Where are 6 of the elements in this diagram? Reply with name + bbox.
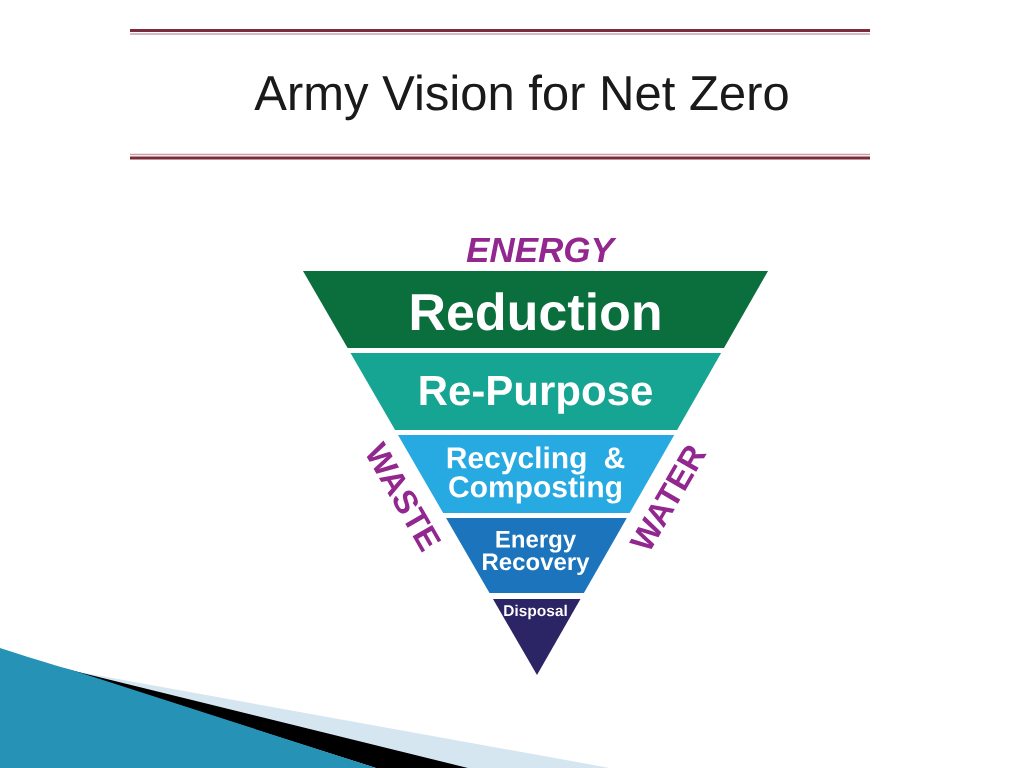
title: Army Vision for Net Zero — [254, 74, 788, 121]
triangle-tier: Disposal — [493, 599, 581, 675]
trapezoid-tier: Energy Recovery — [446, 518, 627, 593]
trapezoid-tier: Reduction — [303, 271, 768, 348]
side-label: ENERGY — [466, 237, 617, 263]
trapezoid-tier: Re-Purpose — [350, 353, 722, 430]
